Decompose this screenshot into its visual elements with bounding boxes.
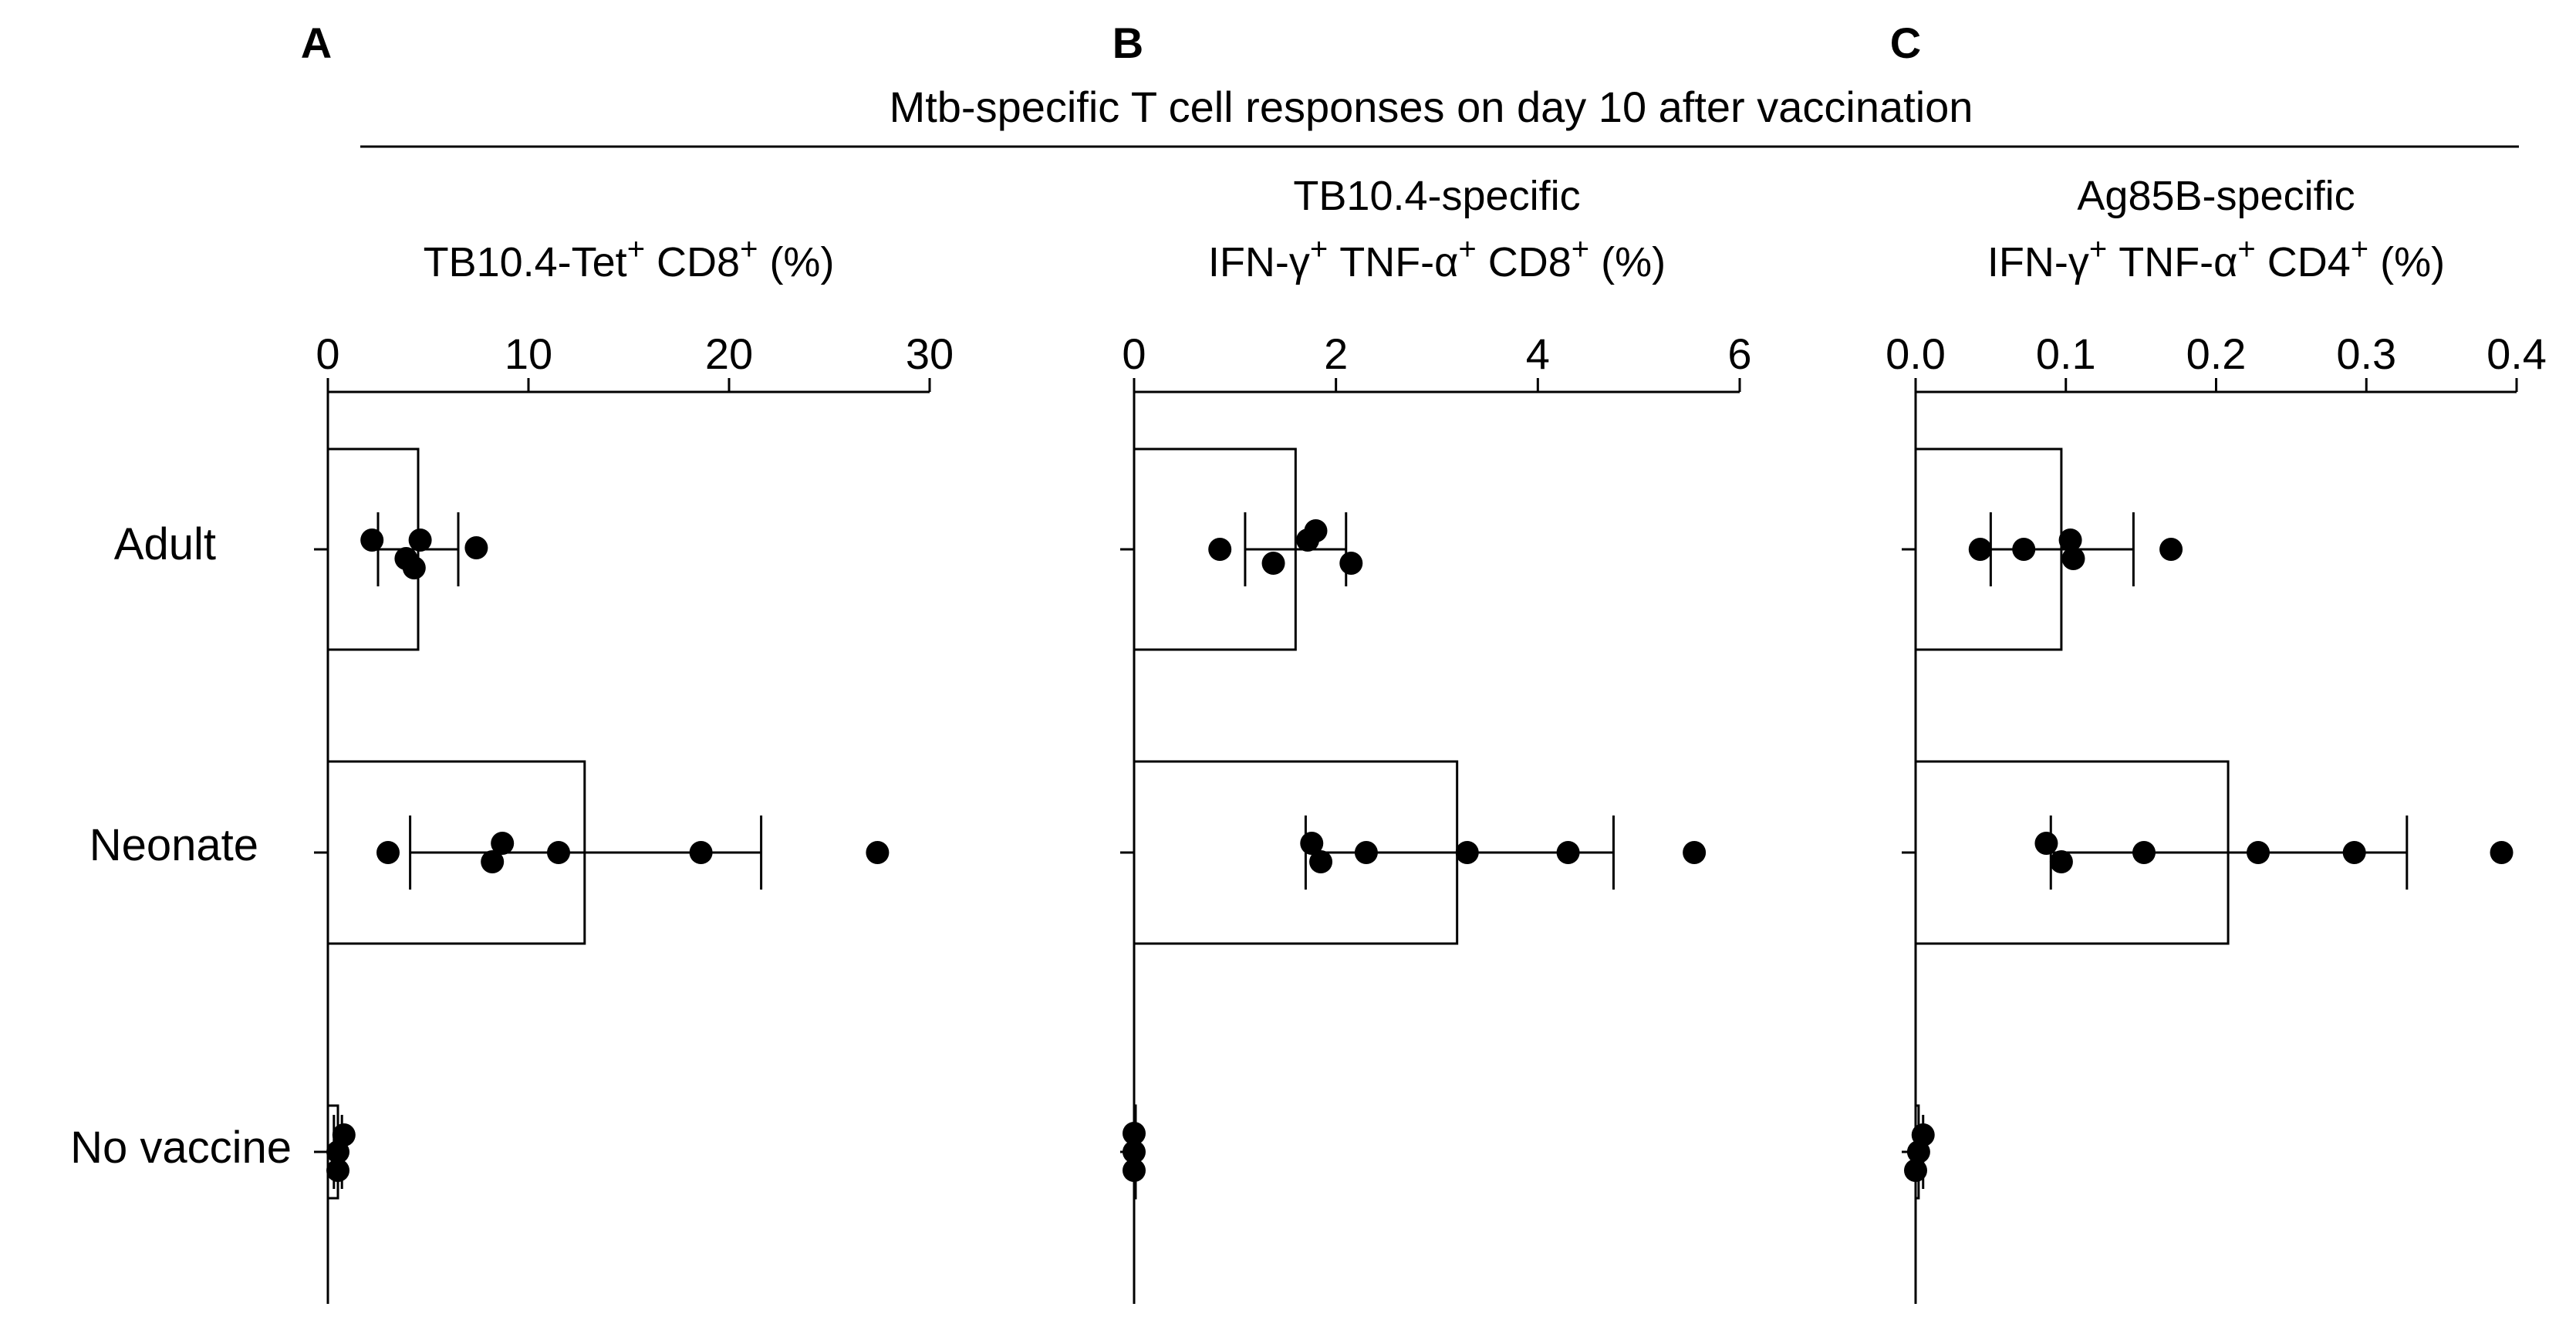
axis-label-part: TNF-α [2107, 239, 2237, 285]
data-point [2342, 841, 2366, 864]
tick-label: 0.1 [2036, 329, 2096, 378]
panel-letter: B [1112, 19, 1143, 67]
category-label-no-vaccine: No vaccine [70, 1123, 292, 1173]
data-point [464, 536, 488, 559]
data-point [326, 1140, 349, 1163]
axis-label-part: TNF-α [1328, 239, 1458, 285]
data-point [2490, 841, 2514, 864]
data-point [1968, 538, 1992, 561]
data-point [2058, 528, 2082, 552]
data-point [1123, 1122, 1146, 1145]
data-point [1123, 1140, 1146, 1163]
tick-label: 0.2 [2186, 329, 2247, 378]
data-point [1683, 841, 1707, 864]
data-point [2049, 850, 2073, 873]
data-point [1556, 841, 1580, 864]
data-point [1309, 850, 1333, 873]
data-point [1304, 519, 1328, 542]
data-point [1208, 538, 1232, 561]
axis-label: IFN-γ+ TNF-α+ CD4+ (%) [1987, 232, 2445, 285]
axis-label-part: (%) [2368, 239, 2445, 285]
data-point [2061, 547, 2085, 570]
axis-label-part: IFN-γ [1987, 239, 2089, 285]
data-point [2159, 538, 2183, 561]
category-label-neonate: Neonate [89, 820, 258, 870]
axis-label-superscript: + [1572, 232, 1589, 266]
category-labels: Adult Neonate No vaccine [70, 519, 292, 1173]
tick-label: 0.0 [1886, 329, 1946, 378]
data-point [1906, 1140, 1930, 1163]
axis-label-superscript: + [740, 232, 758, 266]
axis-label: TB10.4-Tet+ CD8+ (%) [424, 232, 835, 285]
axis-label-part: CD8 [1477, 239, 1572, 285]
axis-label-part: (%) [758, 239, 834, 285]
data-point [866, 841, 890, 864]
panel-letter: A [301, 19, 332, 67]
data-point [326, 1159, 349, 1182]
axis-label-part: IFN-γ [1208, 239, 1310, 285]
tick-label: 0.3 [2336, 329, 2396, 378]
tick-label: 0.4 [2487, 329, 2547, 378]
axis-label-superscript: + [1310, 232, 1328, 266]
data-point [547, 841, 570, 864]
tick-label: 6 [1727, 329, 1751, 378]
figure-title: Mtb-specific T cell responses on day 10 … [890, 83, 1973, 131]
data-point [1123, 1159, 1146, 1182]
axis-label-superscript: + [2351, 232, 2368, 266]
category-label-adult: Adult [114, 519, 216, 569]
axis-label-superscript: + [2089, 232, 2107, 266]
axis-label-top: TB10.4-specific [1293, 173, 1580, 219]
axis-label-superscript: + [2237, 232, 2255, 266]
axis-label-superscript: + [627, 232, 645, 266]
axis-label-part: CD4 [2256, 239, 2351, 285]
data-point [1354, 841, 1378, 864]
data-point [1300, 832, 1324, 855]
tick-label: 10 [505, 329, 552, 378]
data-point [2247, 841, 2270, 864]
data-point [1339, 552, 1363, 575]
axis-label-superscript: + [1458, 232, 1476, 266]
axis-label-top: Ag85B-specific [2077, 173, 2355, 219]
data-point [408, 528, 432, 552]
data-point [2132, 841, 2156, 864]
data-point [1455, 841, 1479, 864]
axis-label-part: (%) [1589, 239, 1666, 285]
data-point [1261, 552, 1285, 575]
tick-label: 0 [316, 329, 339, 378]
data-point [491, 832, 515, 855]
tick-label: 0 [1122, 329, 1146, 378]
data-point [2012, 538, 2036, 561]
tick-label: 2 [1324, 329, 1348, 378]
tick-label: 20 [705, 329, 753, 378]
axis-label: IFN-γ+ TNF-α+ CD8+ (%) [1208, 232, 1666, 285]
data-point [2034, 832, 2058, 855]
data-point [689, 841, 713, 864]
axis-label-part: TB10.4-Tet [424, 239, 627, 285]
tick-label: 30 [906, 329, 954, 378]
data-point [402, 556, 426, 579]
axis-label-part: CD8 [645, 239, 740, 285]
data-point [1904, 1159, 1927, 1182]
tick-label: 4 [1526, 329, 1550, 378]
panel-letter: C [1890, 19, 1921, 67]
data-point [376, 841, 400, 864]
data-point [481, 850, 505, 873]
data-point [360, 528, 384, 552]
